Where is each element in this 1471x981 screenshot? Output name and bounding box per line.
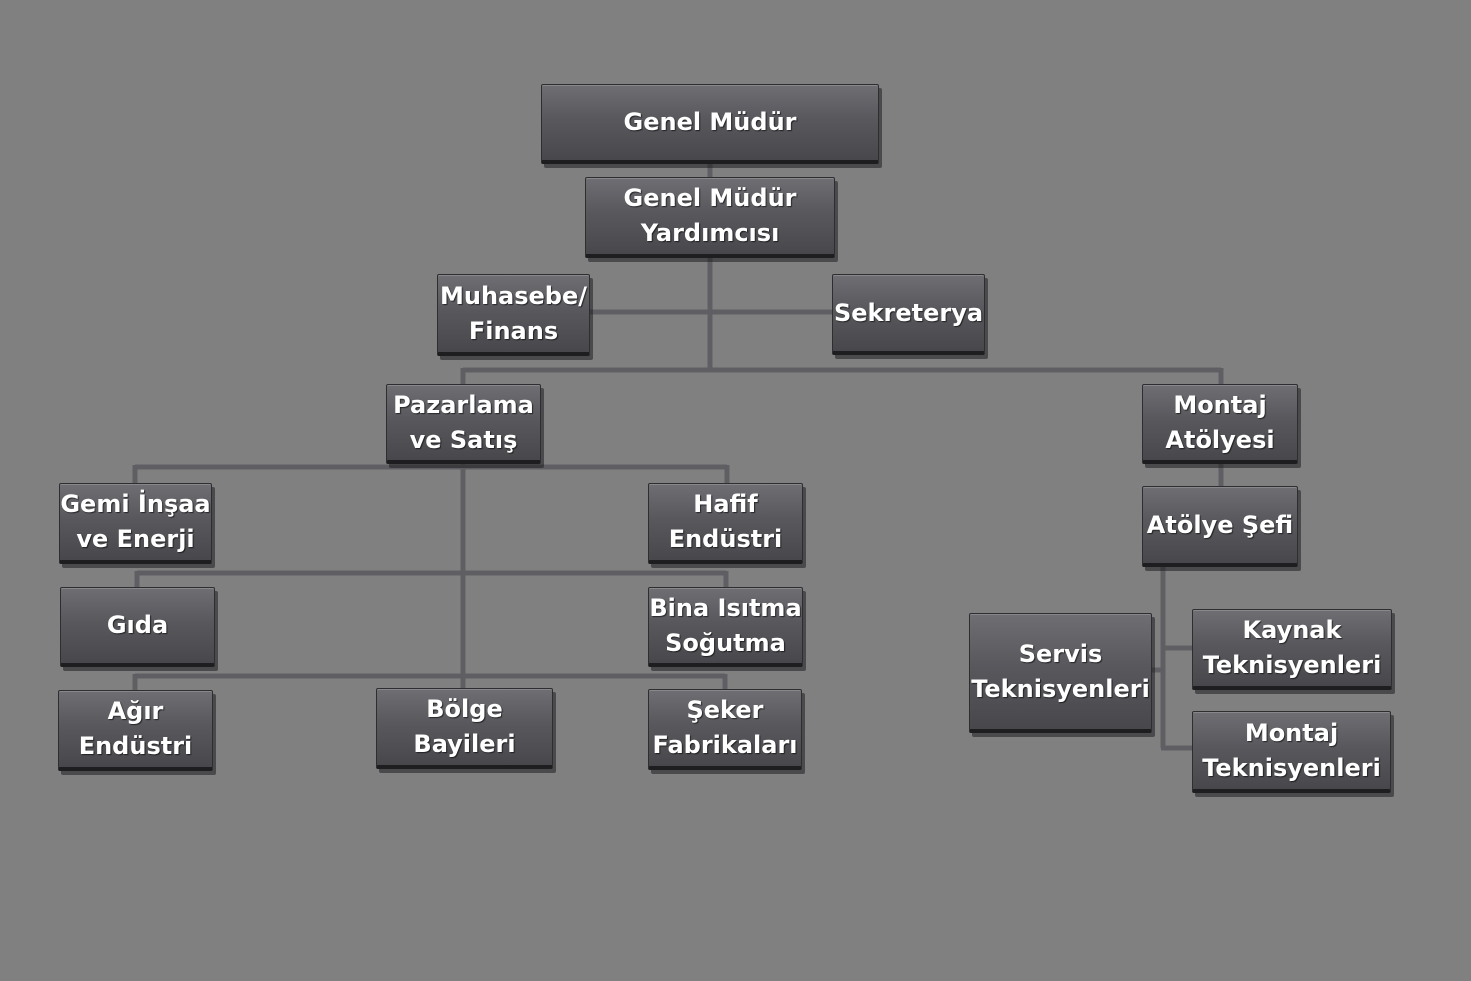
node-pazarlama-satis: Pazarlama ve Satış [386,384,541,464]
node-label: Bina Isıtma Soğutma [649,593,802,657]
node-label: Pazarlama ve Satış [393,390,534,454]
node-atolye-sefi: Atölye Şefi [1142,486,1298,567]
node-label: Bölge Bayileri [413,695,516,758]
node-label: Sekreterya [833,298,984,327]
node-montaj-teknisyenleri: Montaj Teknisyenleri [1192,711,1391,793]
node-label: Montaj Teknisyenleri [1202,718,1381,782]
node-label: Muhasebe/ Finans [439,281,588,345]
node-sekreterya: Sekreterya [832,274,985,355]
node-label: Hafif Endüstri [668,490,783,553]
node-label: Atölye Şefi [1146,510,1294,539]
node-gemi-insaa-enerji: Gemi İnşaa ve Enerji [59,483,212,564]
node-bina-isitma-sogutma: Bina Isıtma Soğutma [648,587,803,667]
node-muhasebe-finans: Muhasebe/ Finans [437,274,590,356]
node-label: Kaynak Teknisyenleri [1202,616,1382,679]
node-seker-fabrikalari: Şeker Fabrikaları [648,689,802,770]
node-label: Gemi İnşaa ve Enerji [60,490,211,553]
node-label: Gıda [106,611,169,639]
node-genel-mudur-yardimcisi: Genel Müdür Yardımcısı [585,177,835,258]
node-montaj-atolyesi: Montaj Atölyesi [1142,384,1298,464]
node-label: Şeker Fabrikaları [652,696,798,759]
node-bolge-bayileri: Bölge Bayileri [376,688,553,769]
node-label: Genel Müdür Yardımcısı [623,184,797,247]
node-label: Servis Teknisyenleri [971,639,1150,703]
node-agir-endustri: Ağır Endüstri [58,690,213,771]
node-label: Genel Müdür [623,108,797,136]
node-genel-mudur: Genel Müdür [541,84,879,164]
node-label: Montaj Atölyesi [1165,390,1275,454]
node-gida: Gıda [60,587,215,667]
node-label: Ağır Endüstri [78,697,193,760]
node-hafif-endustri: Hafif Endüstri [648,483,803,564]
node-kaynak-teknisyenleri: Kaynak Teknisyenleri [1192,609,1392,690]
node-servis-teknisyenleri: Servis Teknisyenleri [969,613,1152,733]
